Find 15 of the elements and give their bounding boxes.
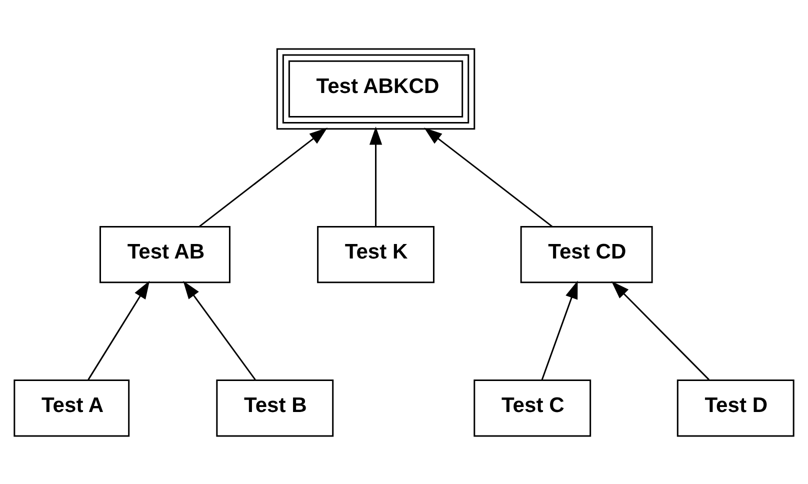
node-box: Test B bbox=[216, 379, 334, 436]
node-box: Test CD bbox=[520, 225, 653, 283]
arrow bbox=[88, 280, 150, 380]
node-box: Test C bbox=[474, 379, 592, 436]
node-box: Test ABKCD bbox=[276, 48, 476, 130]
arrow bbox=[541, 280, 578, 380]
arrow bbox=[424, 127, 553, 227]
arrow bbox=[183, 280, 256, 380]
arrow bbox=[198, 127, 328, 227]
arrow bbox=[611, 280, 710, 380]
node-box: Test A bbox=[14, 379, 130, 436]
node-box: Test AB bbox=[99, 225, 230, 283]
node-box: Test K bbox=[317, 225, 434, 283]
arrow bbox=[369, 126, 382, 226]
node-box: Test D bbox=[676, 379, 794, 436]
